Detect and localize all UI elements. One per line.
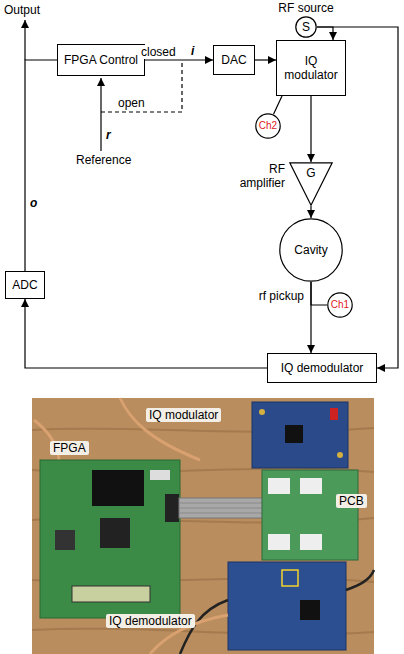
cable <box>180 570 374 654</box>
highlight-square <box>282 570 298 586</box>
connector <box>310 206 311 218</box>
pcb-connector <box>300 534 322 550</box>
photo-label: IQ modulator <box>146 408 221 422</box>
connector <box>25 299 267 368</box>
iq-demodulator-board <box>228 562 346 650</box>
signal-name: r <box>106 128 111 142</box>
connector <box>311 282 327 305</box>
node-body: DAC <box>214 46 254 74</box>
pcb-connector <box>268 534 290 550</box>
ribbon-stripes <box>179 503 269 513</box>
pcb-connector <box>268 478 290 494</box>
signal-name: i <box>191 44 194 58</box>
node-body: G <box>289 162 333 206</box>
edge-label: rf pickup <box>258 289 305 303</box>
lcd-panel <box>72 586 150 602</box>
circle-shape <box>296 17 316 37</box>
circle-shape <box>328 293 352 317</box>
node-body: IQ modulator <box>277 41 345 95</box>
amplifier-triangle: GRF amplifier <box>289 162 333 206</box>
node-body: Cavity <box>279 218 343 282</box>
switch-block <box>150 470 170 480</box>
node-text: FPGA Control <box>64 53 138 67</box>
node-text: RF amplifier <box>225 162 285 190</box>
chip <box>55 530 75 550</box>
chip <box>300 600 320 620</box>
pcb-connector <box>300 478 322 494</box>
connector <box>165 494 179 522</box>
circle-shape <box>256 114 280 138</box>
node-text: DAC <box>221 53 246 67</box>
switch-label: open <box>118 96 145 110</box>
node-text: G <box>306 166 315 180</box>
sma-connector <box>337 452 343 458</box>
connector <box>273 96 282 114</box>
output-label: Output <box>4 3 40 17</box>
node-text: IQ modulator <box>282 54 340 82</box>
connector <box>145 59 213 60</box>
ribbon-cable <box>179 498 269 518</box>
connector <box>317 27 333 40</box>
chip <box>285 425 303 443</box>
signal-name: o <box>30 196 37 210</box>
circle-shape <box>280 219 342 281</box>
connector <box>310 96 311 162</box>
photo-label: FPGA <box>50 441 89 455</box>
component <box>330 408 338 420</box>
iq-modulator-board <box>252 402 348 468</box>
sma-connector <box>259 409 265 415</box>
process-box: IQ demodulator <box>267 353 377 383</box>
probe-circle: Ch1 <box>327 292 353 318</box>
fpga-chip <box>100 518 130 548</box>
node-text: ADC <box>12 278 37 292</box>
source-circle: SRF source <box>295 16 317 38</box>
wood-table <box>32 398 374 654</box>
node-text: RF source <box>278 1 333 15</box>
fpga-board <box>40 460 180 618</box>
cavity-circle: Cavity <box>279 218 343 282</box>
edge-label: closed <box>140 45 177 59</box>
probe-circle: Ch2 <box>255 113 281 139</box>
photo-label: IQ demodulator <box>106 614 195 628</box>
node-body: FPGA Control <box>58 45 144 75</box>
process-box: ADC <box>5 271 45 299</box>
node-body: Ch1 <box>327 292 353 318</box>
reference-label: Reference <box>76 153 131 167</box>
process-box: IQ modulator <box>276 40 346 96</box>
pcb-board <box>262 470 358 560</box>
process-box: DAC <box>213 45 255 75</box>
node-body: ADC <box>6 272 44 298</box>
process-box: FPGA Control <box>57 44 145 76</box>
output-arrow <box>24 20 25 60</box>
node-text: Ch2 <box>259 120 277 132</box>
node-body: Ch2 <box>255 113 281 139</box>
node-body: S <box>295 16 317 38</box>
connector <box>255 59 276 60</box>
node-text: Ch1 <box>331 299 349 311</box>
triangle-shape <box>290 163 332 205</box>
photo-label: PCB <box>336 494 367 508</box>
fpga-display <box>92 470 144 506</box>
reference-arrow <box>100 78 101 151</box>
node-text: IQ demodulator <box>281 361 364 375</box>
connector <box>25 60 57 271</box>
node-text: Cavity <box>294 243 327 257</box>
node-text: S <box>302 20 310 34</box>
node-body: IQ demodulator <box>268 354 376 382</box>
